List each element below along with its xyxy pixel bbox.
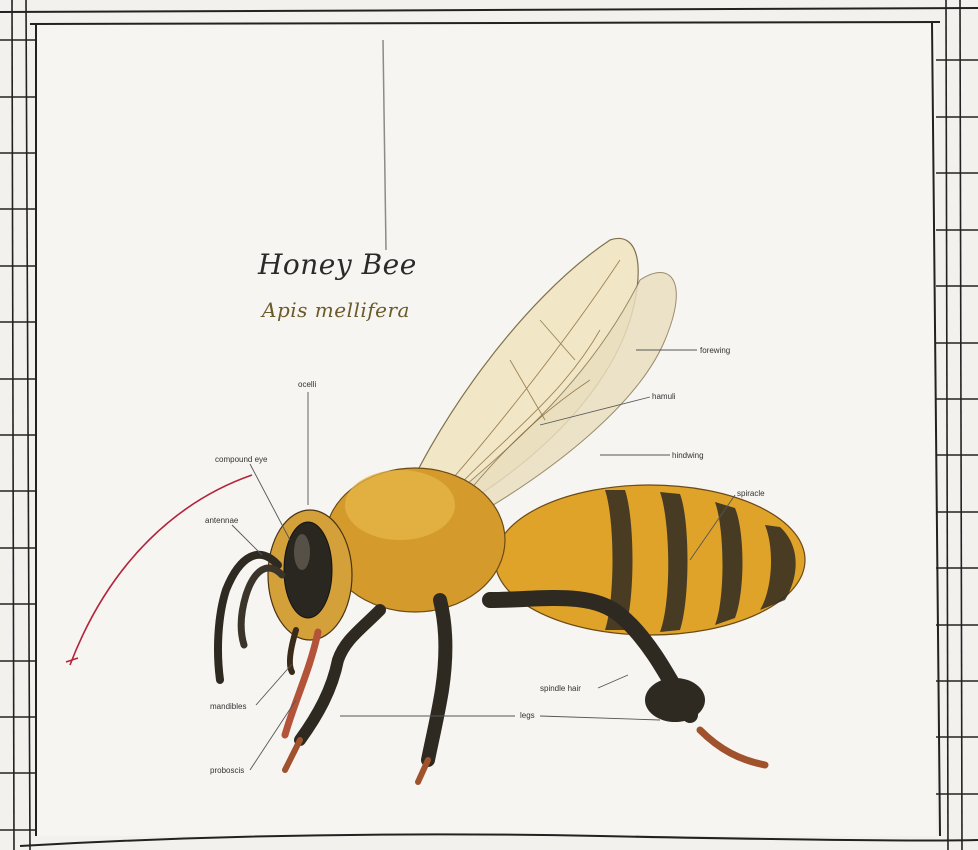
label-pollen-basket: spindle hair [540, 684, 581, 693]
abdomen [495, 485, 805, 635]
label-hamuli: hamuli [652, 392, 676, 401]
label-legs: legs [520, 711, 535, 720]
label-spiracle: spiracle [737, 489, 765, 498]
page-subtitle: Apis mellifera [262, 298, 410, 322]
compound-eye [284, 522, 332, 618]
label-compound-eye: compound eye [215, 455, 267, 464]
label-hindwing: hindwing [672, 451, 704, 460]
label-proboscis: proboscis [210, 766, 244, 775]
grid-left [0, 0, 36, 850]
label-mandibles: mandibles [210, 702, 246, 711]
label-forewing: forewing [700, 346, 730, 355]
label-ocelli: ocelli [298, 380, 316, 389]
label-antennae: antennae [205, 516, 238, 525]
grid-right [930, 0, 978, 850]
page-title: Honey Bee [258, 248, 417, 281]
